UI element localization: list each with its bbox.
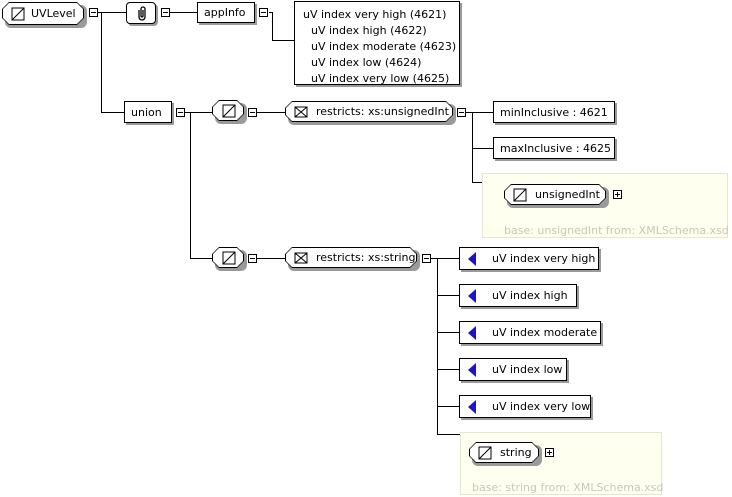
simple-type-icon: [222, 104, 236, 118]
collapse-toggle[interactable]: [248, 254, 257, 263]
collapse-toggle[interactable]: [457, 108, 466, 117]
base-type-string[interactable]: string: [469, 442, 539, 463]
collapse-toggle[interactable]: [422, 254, 431, 263]
simple-type-icon: [513, 188, 527, 202]
enumeration-item[interactable]: uV index very low: [459, 395, 591, 418]
base-type-name: unsignedInt: [535, 188, 600, 201]
documentation-box: uV index very high (4621) uV index high …: [294, 1, 460, 85]
enumeration-icon: [468, 399, 476, 414]
union-node[interactable]: union: [124, 101, 172, 123]
anonymous-simple-type-2[interactable]: [212, 247, 244, 268]
enumeration-item[interactable]: uV index very high: [459, 247, 599, 270]
base-type-note: base: unsignedInt from: XMLSchema.xsd: [504, 224, 729, 237]
simple-type-icon: [478, 446, 492, 460]
collapse-toggle[interactable]: [89, 8, 98, 17]
enumeration-item[interactable]: uV index high: [459, 284, 577, 307]
restriction-icon: [294, 252, 308, 264]
documentation-line: uV index very high (4621): [303, 8, 447, 21]
documentation-line: uV index very low (4625): [311, 72, 450, 85]
paperclip-icon: [138, 6, 146, 21]
restriction-unsignedint[interactable]: restricts: xs:unsignedInt: [285, 101, 453, 122]
documentation-line: uV index high (4622): [311, 24, 427, 37]
collapse-toggle[interactable]: [161, 8, 170, 17]
enumeration-item[interactable]: uV index low: [459, 358, 567, 381]
facet-max-inclusive[interactable]: maxInclusive : 4625: [493, 137, 615, 159]
documentation-line: uV index low (4624): [311, 56, 422, 69]
facet-min-inclusive[interactable]: minInclusive : 4621: [493, 101, 615, 123]
enumeration-icon: [468, 251, 476, 266]
element-name: UVLevel: [31, 7, 76, 20]
enumeration-item[interactable]: uV index moderate: [459, 321, 601, 344]
restriction-icon: [294, 106, 308, 118]
enumeration-value: uV index low: [492, 363, 563, 376]
enumeration-icon: [468, 325, 476, 340]
expand-toggle[interactable]: [545, 448, 554, 457]
collapse-toggle[interactable]: [259, 8, 268, 17]
enumeration-value: uV index very high: [492, 252, 596, 265]
enumeration-value: uV index moderate: [492, 326, 598, 339]
enumeration-value: uV index high: [492, 289, 568, 302]
simple-type-icon: [222, 251, 236, 265]
base-type-note: base: string from: XMLSchema.xsd: [472, 481, 664, 494]
collapse-toggle[interactable]: [248, 108, 257, 117]
enumeration-value: uV index very low: [492, 400, 591, 413]
anonymous-simple-type-1[interactable]: [212, 100, 244, 121]
base-type-name: string: [500, 446, 532, 459]
annotation-node[interactable]: [126, 2, 156, 24]
enumeration-icon: [468, 362, 476, 377]
documentation-line: uV index moderate (4623): [311, 40, 457, 53]
enumeration-icon: [468, 288, 476, 303]
restriction-label: restricts: xs:string: [316, 251, 416, 264]
simple-type-icon: [11, 7, 25, 21]
element-uvlevel[interactable]: UVLevel: [2, 2, 84, 25]
restriction-label: restricts: xs:unsignedInt: [316, 105, 449, 118]
base-type-unsignedint[interactable]: unsignedInt: [504, 184, 606, 205]
collapse-toggle[interactable]: [176, 108, 185, 117]
expand-toggle[interactable]: [613, 190, 622, 199]
appinfo-node[interactable]: appInfo: [197, 2, 255, 23]
restriction-string[interactable]: restricts: xs:string: [285, 247, 417, 268]
